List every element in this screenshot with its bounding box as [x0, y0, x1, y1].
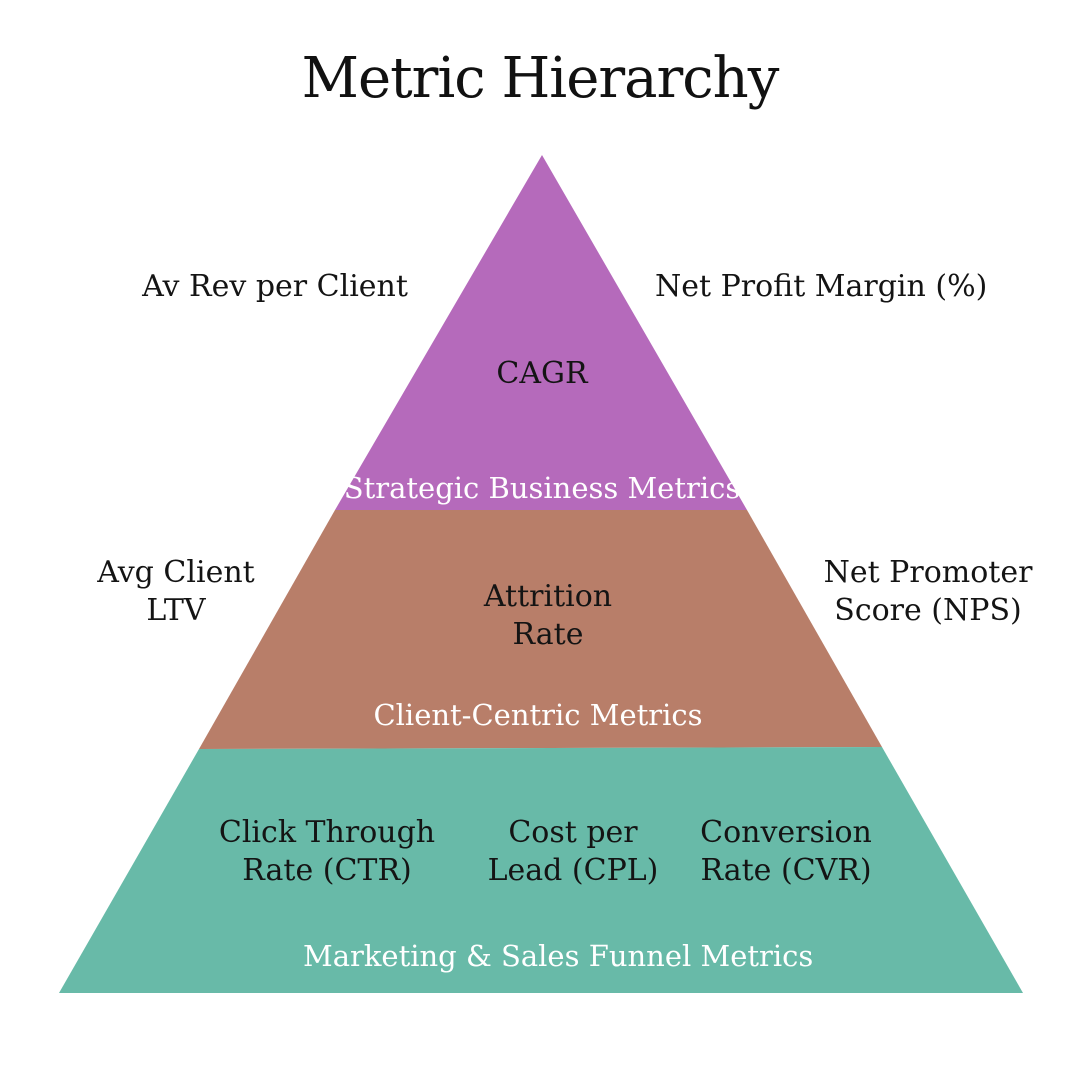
inner-metric-attrition-rate: Attrition Rate — [448, 578, 648, 653]
funnel-metric-ctr: Click Through Rate (CTR) — [207, 814, 447, 889]
right-metric-text: Net Profit Margin (%) — [655, 269, 988, 304]
tier-name-text: Marketing & Sales Funnel Metrics — [303, 939, 814, 973]
tier-strategic-shape — [335, 155, 747, 510]
funnel-metric-line-1: Cost per — [508, 815, 638, 850]
right-metric-nps: Net Promoter Score (NPS) — [818, 554, 1038, 629]
right-metric-line-2: Score (NPS) — [834, 592, 1022, 628]
tier-marketing-funnel-shape — [59, 747, 1023, 993]
left-metric-avg-client-ltv: Avg Client LTV — [76, 554, 276, 629]
left-metric-line-2: LTV — [146, 592, 206, 628]
funnel-metric-line-1: Click Through — [218, 815, 436, 850]
funnel-metric-line-2: Rate (CVR) — [700, 852, 872, 888]
inner-metric-cagr: CAGR — [442, 355, 642, 393]
inner-metric-text: CAGR — [496, 356, 588, 391]
funnel-metric-line-2: Rate (CTR) — [242, 852, 412, 888]
tier-name-text: Strategic Business Metrics — [343, 471, 741, 505]
funnel-metric-line-2: Lead (CPL) — [487, 852, 659, 888]
right-metric-net-profit-margin: Net Profit Margin (%) — [655, 268, 988, 306]
tier-client-centric-shape — [199, 510, 882, 749]
tier-name-marketing-funnel: Marketing & Sales Funnel Metrics — [303, 938, 813, 974]
left-metric-text: Av Rev per Client — [142, 269, 408, 304]
left-metric-line-1: Avg Client — [97, 555, 255, 590]
left-metric-av-rev-per-client: Av Rev per Client — [135, 268, 415, 306]
page-title: Metric Hierarchy — [301, 46, 780, 111]
funnel-metric-cvr: Conversion Rate (CVR) — [676, 814, 896, 889]
inner-metric-line-2: Rate — [512, 616, 584, 652]
tier-name-text: Client-Centric Metrics — [373, 698, 703, 732]
right-metric-line-1: Net Promoter — [823, 555, 1033, 590]
tier-name-client-centric: Client-Centric Metrics — [358, 697, 718, 733]
tier-name-strategic: Strategic Business Metrics — [342, 470, 742, 506]
funnel-metric-cpl: Cost per Lead (CPL) — [468, 814, 678, 889]
funnel-metric-line-1: Conversion — [700, 815, 872, 850]
inner-metric-line-1: Attrition — [483, 579, 613, 614]
